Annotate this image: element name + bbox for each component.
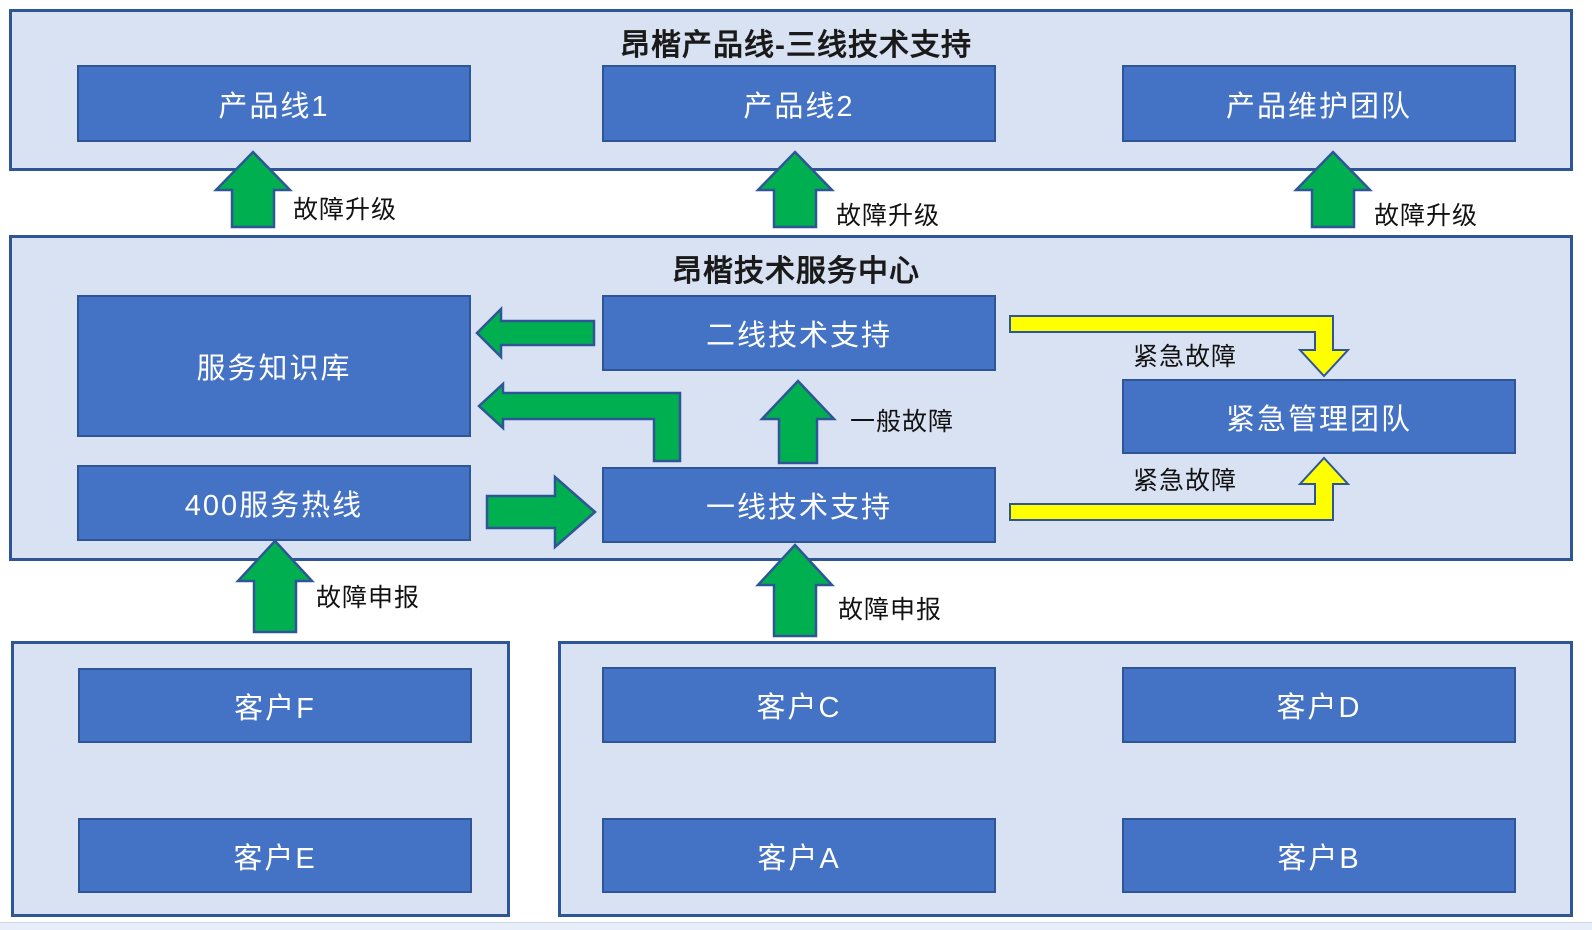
- box-customer-e-label: 客户E: [233, 842, 317, 875]
- label-escalation-1: 故障升级: [293, 196, 398, 224]
- box-knowledge-base: 服务知识库: [77, 295, 471, 437]
- box-line2-support: 二线技术支持: [602, 295, 996, 371]
- label-urgent-fault-upper: 紧急故障: [1133, 343, 1238, 371]
- top-section-title: 昂楷产品线-三线技术支持: [620, 29, 972, 62]
- box-product-line-1: 产品线1: [77, 65, 471, 142]
- box-product-line-2-label: 产品线2: [743, 90, 855, 123]
- box-customer-d: 客户D: [1122, 667, 1516, 743]
- box-knowledge-base-label: 服务知识库: [196, 353, 352, 385]
- box-product-maintenance-team-label: 产品维护团队: [1225, 90, 1412, 123]
- box-emergency-team-label: 紧急管理团队: [1225, 403, 1412, 436]
- box-customer-a: 客户A: [602, 818, 996, 893]
- box-line2-support-label: 二线技术支持: [705, 320, 892, 352]
- label-report-left: 故障申报: [316, 584, 421, 612]
- box-line1-support-label: 一线技术支持: [705, 492, 892, 524]
- label-escalation-2: 故障升级: [836, 202, 941, 230]
- service-center-title: 昂楷技术服务中心: [672, 255, 920, 288]
- box-product-maintenance-team: 产品维护团队: [1122, 65, 1516, 142]
- box-400-hotline: 400服务热线: [77, 465, 471, 541]
- box-product-line-1-label: 产品线1: [218, 90, 330, 123]
- box-customer-c: 客户C: [602, 667, 996, 743]
- label-report-middle: 故障申报: [838, 596, 943, 624]
- box-product-line-2: 产品线2: [602, 65, 996, 142]
- box-customer-f: 客户F: [78, 668, 472, 743]
- box-customer-b: 客户B: [1122, 818, 1516, 893]
- box-customer-c-label: 客户C: [756, 692, 842, 724]
- box-emergency-team: 紧急管理团队: [1122, 379, 1516, 454]
- box-400-hotline-label: 400服务热线: [184, 490, 364, 522]
- box-customer-e: 客户E: [78, 818, 472, 893]
- bottom-edge-strip: [0, 922, 1592, 930]
- box-customer-a-label: 客户A: [757, 842, 841, 875]
- box-customer-d-label: 客户D: [1276, 692, 1362, 724]
- label-escalation-3: 故障升级: [1374, 202, 1479, 230]
- label-general-fault: 一般故障: [850, 408, 955, 436]
- box-customer-b-label: 客户B: [1277, 842, 1361, 875]
- box-customer-f-label: 客户F: [234, 692, 316, 725]
- label-urgent-fault-lower: 紧急故障: [1133, 467, 1238, 495]
- box-line1-support: 一线技术支持: [602, 467, 996, 543]
